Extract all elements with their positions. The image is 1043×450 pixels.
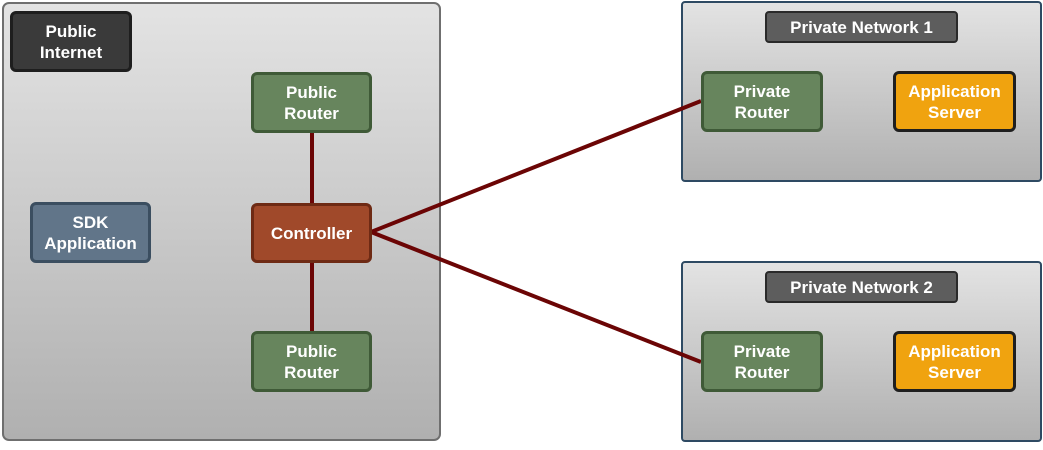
private-router-2[interactable]: Private Router bbox=[701, 331, 823, 392]
public-router-bottom[interactable]: Public Router bbox=[251, 331, 372, 392]
private-router-1[interactable]: Private Router bbox=[701, 71, 823, 132]
sdk-application[interactable]: SDK Application bbox=[30, 202, 151, 263]
private-network-1-label: Private Network 1 bbox=[765, 11, 958, 43]
controller[interactable]: Controller bbox=[251, 203, 372, 263]
application-server-2[interactable]: Application Server bbox=[893, 331, 1016, 392]
application-server-1[interactable]: Application Server bbox=[893, 71, 1016, 132]
link-controller-private-router-2 bbox=[370, 230, 702, 364]
public-router-top[interactable]: Public Router bbox=[251, 72, 372, 133]
private-network-2-label: Private Network 2 bbox=[765, 271, 958, 303]
link-controller-private-router-1 bbox=[370, 99, 702, 234]
public-internet-label: Public Internet bbox=[10, 11, 132, 72]
